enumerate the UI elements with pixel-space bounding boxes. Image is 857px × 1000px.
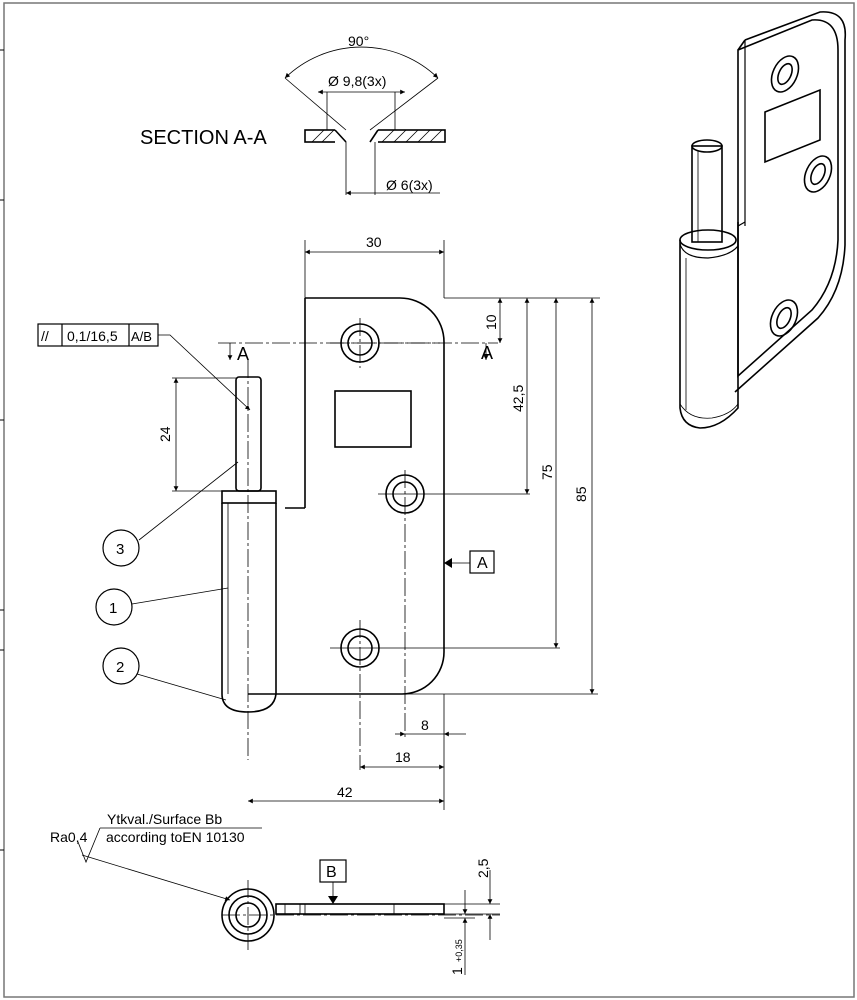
tolerance-value: 0,1/16,5 (67, 328, 118, 344)
countersink-dia-label: Ø 9,8(3x) (328, 73, 386, 89)
dim-pin-length: 24 (157, 426, 173, 442)
datum-b-label: B (326, 864, 337, 881)
section-title: SECTION A-A (140, 127, 267, 149)
balloon-1: 1 (109, 600, 117, 617)
dim-thickness: 2,5 (475, 858, 491, 878)
section-marker-left: A (237, 344, 249, 364)
dim-clearance: 1 (449, 967, 465, 975)
datum-a-marker: A (444, 550, 495, 574)
part-balloons: 3 1 2 (95, 461, 239, 701)
tolerance-symbol: // (41, 328, 49, 344)
dim-hole-spacing-1: 42,5 (510, 385, 526, 412)
dimensions: 30 10 42,5 75 85 24 8 18 42 (157, 234, 600, 810)
dim-hole-spacing-2: 75 (539, 464, 555, 480)
surface-note: Ytkval./Surface Bb Ra0,4 according toEN … (50, 811, 262, 901)
balloon-3: 3 (116, 541, 124, 558)
balloon-2: 2 (116, 659, 124, 676)
section-a-a-view: SECTION A-A 90° Ø 9,8(3x) Ø 6(3x) (140, 33, 446, 196)
surface-roughness: Ra0,4 (50, 829, 88, 845)
section-marker-right: A (481, 343, 493, 363)
drawing-frame (3, 2, 855, 998)
hole-dia-label: Ø 6(3x) (386, 177, 433, 193)
dim-overall-width: 42 (337, 784, 353, 800)
isometric-view (679, 11, 847, 429)
tolerance-datum: A/B (131, 329, 152, 344)
front-view (221, 240, 560, 770)
surface-line-1: Ytkval./Surface Bb (107, 811, 222, 827)
dim-top-offset: 10 (483, 314, 499, 330)
dim-hole-x-8: 8 (421, 717, 429, 733)
surface-line-2: according toEN 10130 (106, 829, 245, 845)
dim-height: 85 (573, 486, 589, 502)
dim-clearance-tol: +0,35 (454, 939, 464, 962)
dim-width: 30 (366, 234, 382, 250)
bottom-view: B 2,5 1 +0,35 (221, 858, 500, 975)
section-cut-markers: A A (218, 342, 498, 364)
tolerance-frame: // 0,1/16,5 A/B (37, 323, 251, 411)
section-angle-label: 90° (348, 33, 369, 49)
frame-ticks (0, 49, 4, 851)
dim-hole-x-18: 18 (395, 749, 411, 765)
datum-a-label: A (477, 555, 488, 572)
